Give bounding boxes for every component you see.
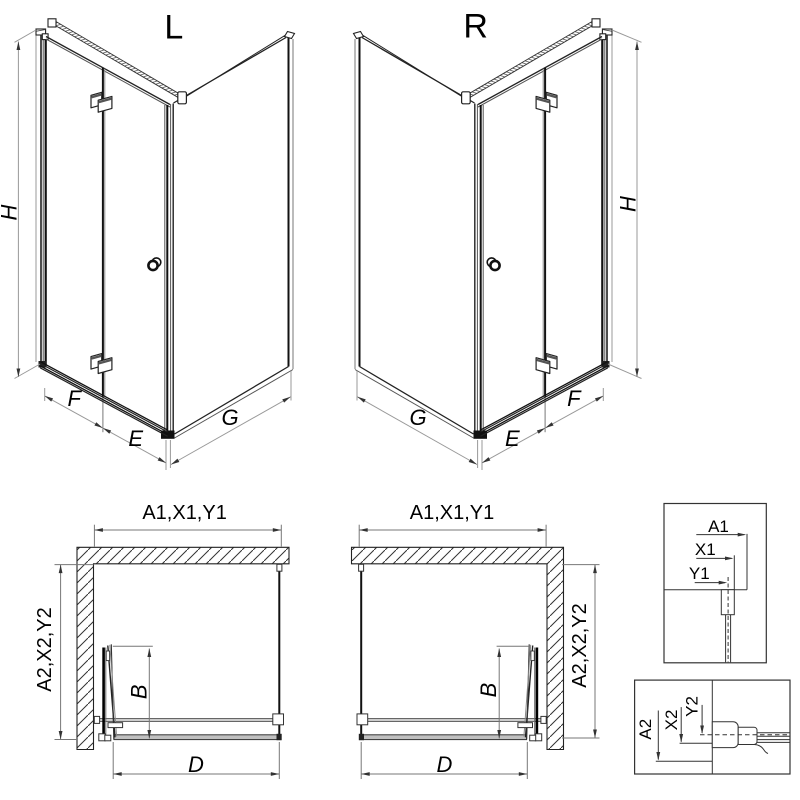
svg-text:L: L [164, 9, 183, 47]
svg-text:D: D [188, 752, 204, 777]
svg-text:H: H [615, 196, 640, 212]
svg-text:E: E [505, 426, 520, 451]
svg-text:A1: A1 [708, 517, 729, 536]
svg-text:F: F [67, 386, 82, 411]
svg-text:G: G [409, 405, 426, 430]
svg-text:R: R [463, 8, 488, 46]
svg-text:X1: X1 [695, 540, 716, 559]
svg-text:B: B [476, 683, 501, 698]
svg-text:Y2: Y2 [683, 696, 702, 717]
svg-text:H: H [0, 204, 22, 220]
svg-text:D: D [437, 752, 453, 777]
svg-text:F: F [567, 386, 582, 411]
svg-text:A1,X1,Y1: A1,X1,Y1 [410, 502, 495, 524]
svg-text:A2: A2 [636, 719, 655, 740]
svg-text:A2,X2,Y2: A2,X2,Y2 [34, 607, 56, 692]
svg-text:G: G [221, 405, 238, 430]
svg-text:A2,X2,Y2: A2,X2,Y2 [569, 603, 591, 688]
svg-text:X2: X2 [662, 710, 681, 731]
svg-text:B: B [127, 684, 152, 699]
svg-text:E: E [128, 426, 143, 451]
svg-text:A1,X1,Y1: A1,X1,Y1 [142, 502, 227, 524]
svg-text:Y1: Y1 [689, 564, 710, 583]
